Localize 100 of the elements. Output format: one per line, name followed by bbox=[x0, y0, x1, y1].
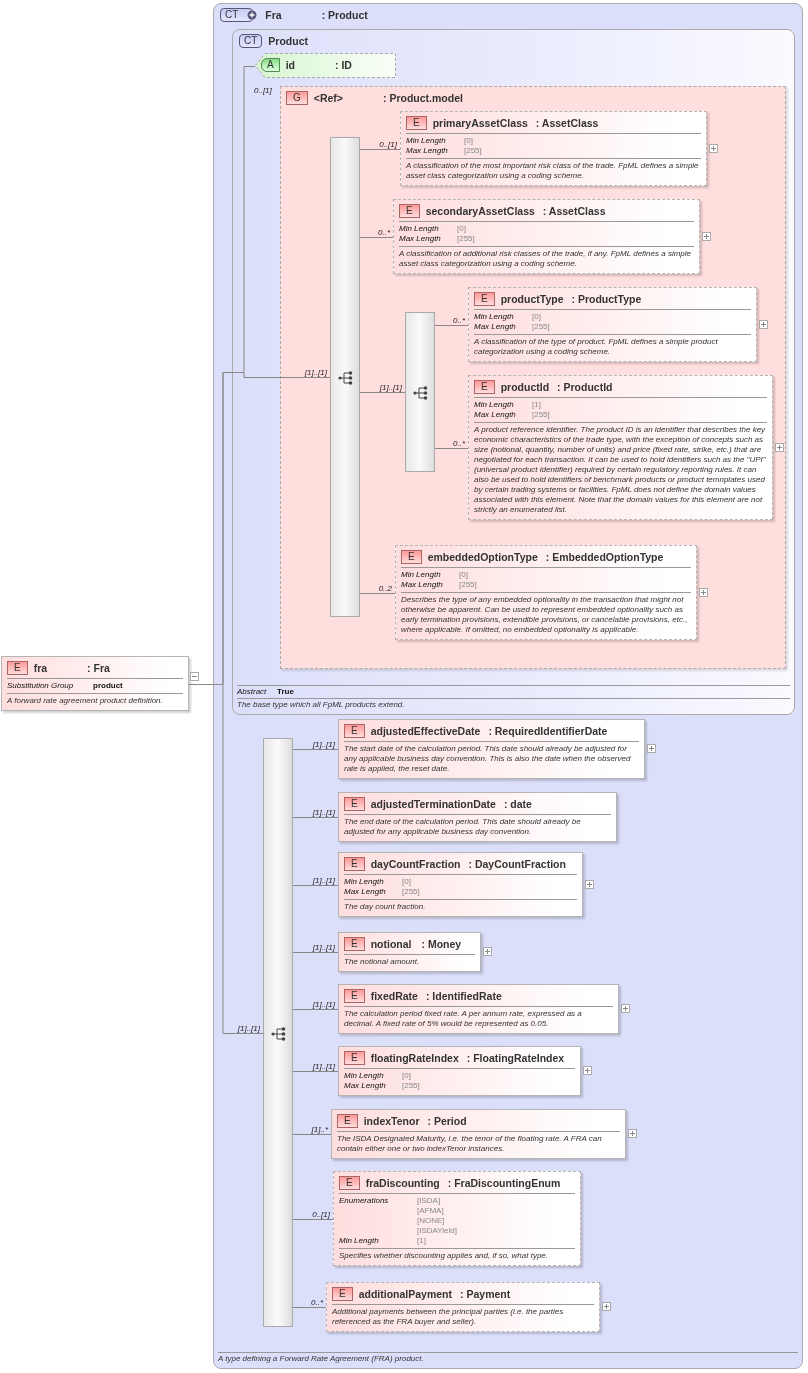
connector-line bbox=[434, 448, 469, 449]
property-value: [255] bbox=[532, 322, 550, 332]
description-text: A product reference identifier. The product ID is an identifier that describes the key economic characteristics of the trade type, with the exception of concepts such as size (notional, quantity, number of units) and price (fixed rate, strike, etc.) that are negotiated for each transaction. It can be used to hold identifiers such as the "UPI" (universal product identifier) required by certain regulatory reporting rules. It can also be used to hold identifiers of benchmark products or product temnplates used by certain trading systems or facilities. FpML does not define the domain values associated with this element. Note that the domain values for this element are not strictly an enumerated list. bbox=[474, 425, 767, 515]
element-badge: E bbox=[474, 380, 495, 394]
element-badge: E bbox=[344, 937, 365, 951]
component-name: adjustedEffectiveDate bbox=[370, 725, 481, 737]
property-value: [1] bbox=[417, 1236, 426, 1246]
connector-line bbox=[292, 885, 339, 886]
property-name: Min Length bbox=[344, 1071, 385, 1081]
description-text: A classification of the most important risk class of the trade. FpML defines a simple asset class categorization using a coding scheme. bbox=[406, 161, 700, 181]
element-badge: E bbox=[344, 857, 365, 871]
type-name: : Money bbox=[421, 938, 462, 950]
component-name: secondaryAssetClass bbox=[425, 205, 535, 217]
element-badge: E bbox=[339, 1176, 360, 1190]
property-name: Min Length bbox=[474, 312, 515, 322]
cardinality-label: [1]..[1] bbox=[379, 382, 402, 392]
cardinality-label: [1]..* bbox=[311, 1124, 328, 1134]
connector-line bbox=[359, 593, 396, 594]
complex-type-badge: CT bbox=[239, 34, 263, 48]
connector-line bbox=[292, 749, 339, 750]
property-value: [0] bbox=[457, 224, 466, 234]
property-value: [255] bbox=[459, 580, 477, 590]
cardinality-label: [1]..[1] bbox=[312, 999, 335, 1009]
element-badge: E bbox=[406, 116, 427, 130]
element-box bbox=[338, 852, 583, 917]
compositor-bar bbox=[263, 738, 293, 1327]
component-name: Fra bbox=[265, 9, 282, 21]
component-name: productType bbox=[500, 293, 564, 305]
cardinality-label: 0..[1] bbox=[312, 1209, 330, 1219]
compositor-bar bbox=[330, 137, 360, 617]
property-name: Min Length bbox=[344, 877, 385, 887]
cardinality-label: 0..* bbox=[453, 315, 465, 325]
property-name: Min Length bbox=[406, 136, 447, 146]
element-box bbox=[338, 719, 645, 779]
property-name: Min Length bbox=[401, 570, 442, 580]
description-text: A classification of the type of product. FpML defines a simple product categorization using a coding scheme. bbox=[474, 337, 719, 357]
type-name: : AssetClass bbox=[535, 117, 599, 129]
component-name: floatingRateIndex bbox=[370, 1052, 459, 1064]
type-name: : ID bbox=[335, 59, 352, 71]
description-text: The ISDA Designated Maturity, i.e. the tenor of the floating rate. A FRA can contain either one or two indexTenor instances. bbox=[337, 1134, 603, 1154]
component-name: adjustedTerminationDate bbox=[370, 798, 496, 810]
element-box bbox=[331, 1109, 626, 1159]
type-name: : Product.model bbox=[382, 92, 463, 104]
type-name: : IdentifiedRate bbox=[425, 990, 502, 1002]
connector-line bbox=[359, 392, 406, 393]
connector-line bbox=[292, 817, 339, 818]
connector-line bbox=[359, 237, 394, 238]
property-value: [0] bbox=[402, 877, 411, 887]
property-name: Max Length bbox=[474, 410, 517, 420]
property-value: [0] bbox=[532, 312, 541, 322]
cardinality-label: [1]..[1] bbox=[237, 1023, 260, 1033]
type-name: : FraDiscountingEnum bbox=[447, 1177, 561, 1189]
property-name: Abstract bbox=[237, 687, 268, 697]
component-name: productId bbox=[500, 381, 550, 393]
element-box bbox=[468, 287, 757, 362]
element-box bbox=[338, 932, 481, 972]
cardinality-label: [1]..[1] bbox=[304, 367, 327, 377]
cardinality-label: [1]..[1] bbox=[312, 739, 335, 749]
element-badge: E bbox=[337, 1114, 358, 1128]
property-value: [ISDAYield] bbox=[417, 1226, 457, 1236]
description-text: A forward rate agreement product definition. bbox=[7, 696, 164, 706]
property-value: [255] bbox=[532, 410, 550, 420]
attribute-box bbox=[255, 53, 396, 78]
component-name: <Ref> bbox=[313, 92, 343, 104]
element-badge: E bbox=[399, 204, 420, 218]
component-name: embeddedOptionType bbox=[427, 551, 538, 563]
property-name: Max Length bbox=[474, 322, 517, 332]
element-badge: E bbox=[344, 724, 365, 738]
property-name: Enumerations bbox=[339, 1196, 390, 1207]
property-name: Substitution Group bbox=[7, 681, 75, 691]
property-value: product bbox=[93, 681, 123, 691]
type-name: : DayCountFraction bbox=[468, 858, 566, 870]
attribute-badge: A bbox=[261, 58, 280, 72]
cardinality-label: 0..[1] bbox=[379, 139, 397, 149]
type-name: : date bbox=[503, 798, 532, 810]
group-box bbox=[280, 86, 786, 669]
type-name: : RequiredIdentifierDate bbox=[488, 725, 608, 737]
element-box bbox=[393, 199, 700, 274]
cardinality-label: [1]..[1] bbox=[312, 807, 335, 817]
element-box bbox=[333, 1171, 581, 1266]
complex-type-badge: CT bbox=[220, 8, 254, 22]
cardinality-label: [1]..[1] bbox=[312, 1061, 335, 1071]
property-value: [1] bbox=[532, 400, 541, 410]
complex-type-panel bbox=[232, 29, 795, 715]
description-text: The start date of the calculation period. This date should already be adjusted for any applicable business day convention. This is also the date when the observed rate is applied, the reset date. bbox=[344, 744, 632, 774]
cardinality-label: 0..* bbox=[453, 438, 465, 448]
component-name: primaryAssetClass bbox=[432, 117, 528, 129]
element-badge: E bbox=[7, 661, 28, 675]
description-text: The end date of the calculation period. This date should already be adjusted for any applicable business day convention. bbox=[344, 817, 582, 837]
property-name: Max Length bbox=[406, 146, 449, 156]
group-badge: G bbox=[286, 91, 308, 105]
type-name: : Fra bbox=[87, 662, 110, 674]
description-text: The notional amount. bbox=[344, 957, 421, 967]
property-value: [255] bbox=[402, 1081, 420, 1091]
property-name: Max Length bbox=[344, 887, 387, 897]
property-name: Max Length bbox=[401, 580, 444, 590]
component-name: Product bbox=[268, 35, 308, 47]
description-text: The base type which all FpML products extend. bbox=[237, 700, 406, 710]
element-box bbox=[400, 111, 707, 186]
description-text: Describes the type of any embedded optionality in the transaction that might not otherwise be apparent. Can be used to represent embedded optionality such as early termination provisions, extendible provisions, or cancelable provisions, etc., where applicable. If omitted, no embedded optionality is applicable. bbox=[401, 595, 689, 635]
